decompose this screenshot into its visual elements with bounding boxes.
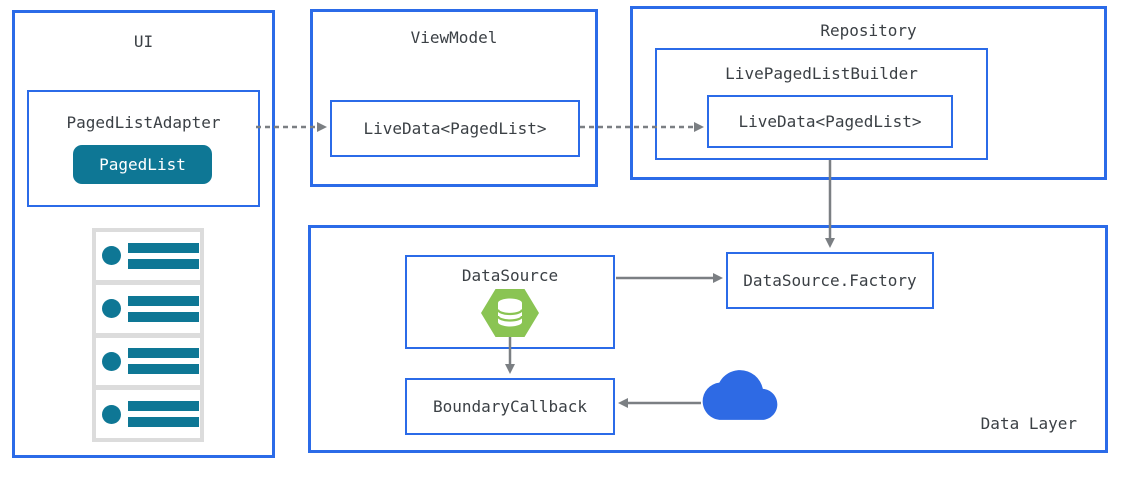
ui-panel-title: UI (133, 32, 154, 51)
viewmodel-panel-title: ViewModel (410, 28, 498, 47)
recyclerview-placeholder-list (92, 228, 204, 442)
data-layer-panel: DataSource DataSource.Factory BoundaryCa… (308, 225, 1108, 453)
datasource-box: DataSource (405, 255, 615, 349)
livepagedlistbuilder-label: LivePagedListBuilder (725, 64, 918, 83)
list-item (96, 284, 200, 333)
avatar-placeholder-icon (102, 351, 121, 371)
avatar-placeholder-icon (102, 299, 121, 319)
database-icon (481, 289, 539, 337)
list-item (96, 232, 200, 280)
datasource-factory-box: DataSource.Factory (726, 252, 934, 309)
viewmodel-panel: ViewModel LiveData<PagedList> (310, 9, 598, 187)
avatar-placeholder-icon (102, 404, 121, 424)
data-layer-label: Data Layer (980, 414, 1077, 433)
repository-livedata-box: LiveData<PagedList> (707, 95, 953, 148)
boundarycallback-box: BoundaryCallback (405, 378, 615, 435)
repository-panel: Repository LivePagedListBuilder LiveData… (630, 6, 1107, 180)
livepagedlistbuilder-box: LivePagedListBuilder LiveData<PagedList> (655, 48, 988, 160)
avatar-placeholder-icon (102, 246, 121, 266)
pagedlistadapter-label: PagedListAdapter (66, 113, 221, 132)
repository-panel-title: Repository (820, 21, 917, 40)
pagedlistadapter-box: PagedListAdapter PagedList (27, 90, 260, 207)
pagedlist-chip: PagedList (73, 145, 212, 184)
ui-panel: UI PagedListAdapter PagedList (12, 10, 275, 458)
viewmodel-livedata-box: LiveData<PagedList> (330, 100, 580, 157)
datasource-label: DataSource (461, 266, 559, 285)
list-item (96, 390, 200, 438)
list-item (96, 337, 200, 386)
cloud-icon (701, 367, 779, 423)
